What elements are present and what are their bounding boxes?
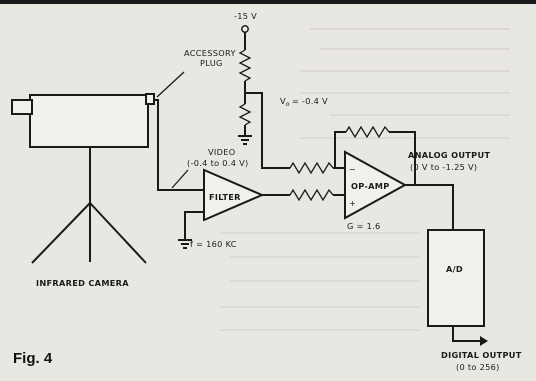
analog-label-line1: ANALOG OUTPUT	[408, 150, 490, 160]
top-border	[0, 0, 536, 4]
ad-converter-block	[427, 229, 485, 327]
video-leader	[171, 169, 189, 189]
divider-resistor-top	[238, 49, 252, 82]
camera-label: INFRARED CAMERA	[36, 278, 129, 288]
opamp-minus: −	[349, 164, 356, 174]
tripod	[31, 147, 147, 264]
supply-label: -15 V	[234, 11, 257, 21]
analog-wire	[405, 184, 454, 230]
feedback-resistor	[334, 125, 416, 185]
filter-ground	[178, 211, 204, 249]
video-wire	[154, 99, 204, 191]
video-label-line1: VIDEO	[208, 147, 235, 157]
camera-body	[11, 93, 155, 148]
divider-ground	[238, 125, 252, 145]
ad-label: A/D	[446, 264, 463, 274]
opamp-gain: G = 1.6	[347, 221, 381, 231]
filter-block	[203, 168, 265, 222]
accessory-label-line1: ACCESSORY	[184, 48, 236, 58]
vo-label: Vo= -0.4 V	[280, 96, 328, 108]
figure-label: Fig. 4	[13, 350, 53, 367]
analog-label-line2: (0 V to -1.25 V)	[410, 162, 477, 172]
digital-label-line1: DIGITAL OUTPUT	[441, 350, 522, 360]
opamp-label: OP-AMP	[351, 181, 390, 191]
divider-resistor-bottom	[238, 103, 252, 126]
digital-arrow	[480, 336, 488, 346]
background-bleedthrough	[220, 28, 510, 331]
supply-terminal	[241, 25, 249, 50]
accessory-label-line2: PLUG	[200, 58, 223, 68]
opamp-block	[344, 150, 408, 220]
accessory-leader	[156, 71, 185, 98]
filter-label: FILTER	[209, 192, 241, 202]
digital-label-line2: (0 to 256)	[456, 362, 500, 372]
digital-wire	[452, 326, 480, 342]
video-label-line2: (-0.4 to 0.4 V)	[187, 158, 249, 168]
opamp-plus: +	[349, 198, 356, 208]
filter-frequency: f = 160 KC	[190, 239, 237, 249]
input-resistor	[262, 188, 345, 202]
